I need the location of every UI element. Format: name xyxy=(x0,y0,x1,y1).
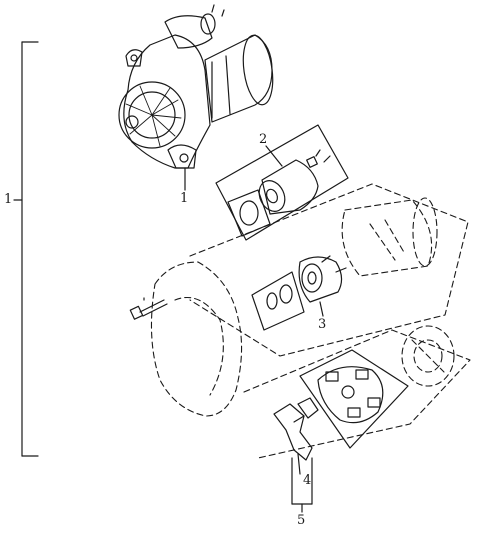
motor-group-dashed xyxy=(150,183,469,417)
leader-2 xyxy=(265,145,283,167)
callout-3-drive: 3 xyxy=(318,317,327,332)
callout-4-lever: 4 xyxy=(303,473,312,488)
leader-4 xyxy=(297,453,301,475)
leader-3 xyxy=(319,301,324,317)
callout-1-assembly-bracket: 1 xyxy=(4,192,13,207)
callout-5-lever-group: 5 xyxy=(297,513,306,528)
mount-hole-upper xyxy=(130,54,138,62)
rear-group-dashed xyxy=(243,325,471,459)
mount-hole-lower xyxy=(179,153,189,163)
drive-group xyxy=(251,255,347,331)
assembly-bracket xyxy=(13,41,39,457)
housing-ribs xyxy=(125,85,182,147)
callout-1-starter: 1 xyxy=(180,191,189,206)
callout-2-solenoid: 2 xyxy=(259,132,268,147)
starter-motor-assembly xyxy=(118,4,274,169)
lever-group-bracket xyxy=(291,457,313,513)
through-bolt xyxy=(129,295,168,320)
shift-lever xyxy=(273,397,319,461)
brush-plate-group xyxy=(299,349,409,449)
solenoid-group xyxy=(215,124,349,241)
pinion-shaft xyxy=(125,115,139,129)
